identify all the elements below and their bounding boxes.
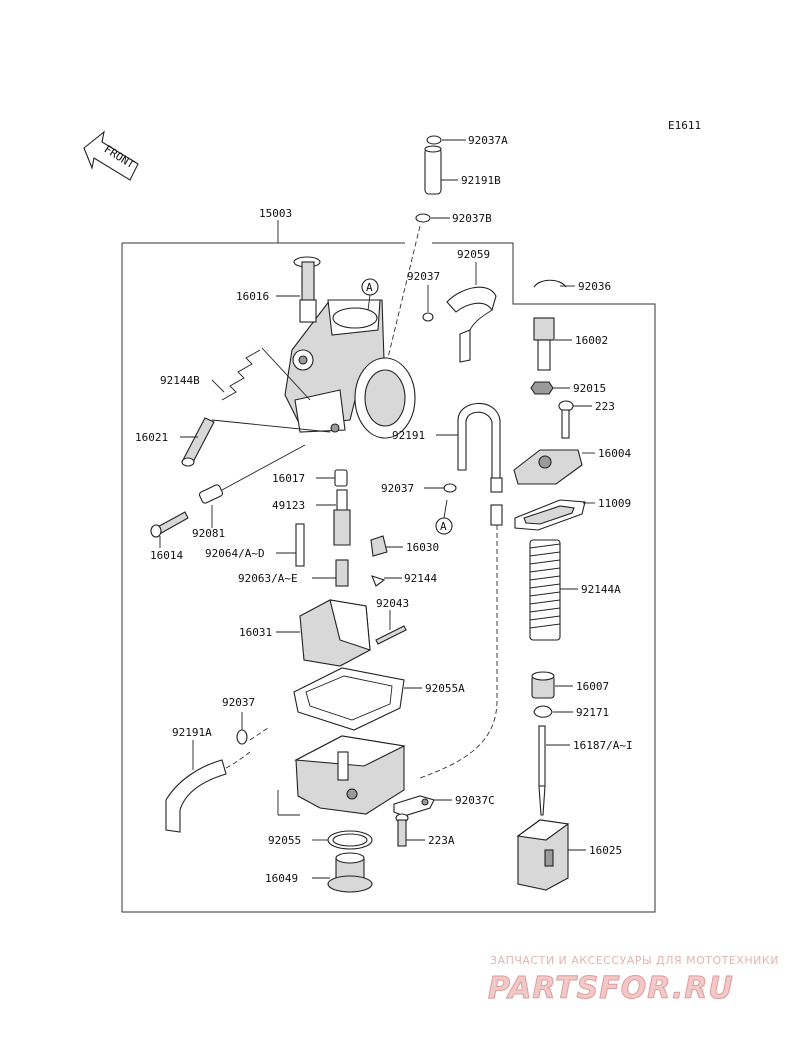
label-15003: 15003 [259,207,292,220]
part-16049 [312,852,373,893]
label-92037-mid: 92037 [381,482,414,495]
part-16021 [180,417,331,467]
label-92191: 92191 [392,429,425,442]
svg-text:A: A [440,520,447,533]
part-92015 [530,381,570,395]
svg-text:A: A [366,281,373,294]
part-16030 [370,535,403,557]
part-92144B [211,347,311,401]
part-92037-top [422,285,434,322]
watermark-brand: PARTSFOR.RU [488,971,734,1006]
label-16007: 16007 [576,680,609,693]
label-92037-low: 92037 [222,696,255,709]
part-11009 [514,499,595,531]
label-92055: 92055 [268,834,301,847]
label-11009: 11009 [598,497,631,510]
part-16002 [533,317,572,371]
part-92037-low [236,712,248,745]
diagram-code: E1611 [668,119,701,132]
label-223: 223 [595,400,615,413]
label-16004: 16004 [598,447,631,460]
label-92059: 92059 [457,248,490,261]
label-16021: 16021 [135,431,168,444]
front-arrow-icon: FRONT [83,130,139,181]
part-92171 [533,705,573,718]
label-92144: 92144 [404,572,437,585]
label-92064: 92064/A~D [205,547,265,560]
part-92191B [424,145,458,195]
label-92191B: 92191B [461,174,501,187]
label-16002: 16002 [575,334,608,347]
part-92037C [393,795,452,817]
part-92055 [312,830,373,850]
label-92191A: 92191A [172,726,212,739]
part-92043 [375,610,407,645]
part-16031 [276,599,371,667]
part-92063 [312,559,349,587]
ref-marker-top: A [361,278,379,311]
part-92037A [426,135,466,145]
part-16025 [516,819,586,891]
part-92144A [529,539,578,641]
part-223A [395,813,425,847]
label-16031: 16031 [239,626,272,639]
label-16187: 16187/A~I [573,739,633,752]
label-92043: 92043 [376,597,409,610]
label-16016: 16016 [236,290,269,303]
float-bowl [294,735,406,815]
label-92171: 92171 [576,706,609,719]
part-16007 [531,671,573,699]
label-92055A: 92055A [425,682,465,695]
label-16014: 16014 [150,549,183,562]
part-92036 [533,279,575,288]
label-92063: 92063/A~E [238,572,298,585]
label-92144B: 92144B [160,374,200,387]
part-223 [558,400,592,439]
part-92191A [165,740,251,833]
part-16017 [316,469,348,487]
label-92037A: 92037A [468,134,508,147]
part-92144 [371,575,402,587]
label-92036: 92036 [578,280,611,293]
assembly-frame [121,220,656,913]
part-92191 [436,402,503,526]
label-16049: 16049 [265,872,298,885]
part-92064 [276,523,305,567]
label-92144A: 92144A [581,583,621,596]
label-49123: 49123 [272,499,305,512]
label-92037-top: 92037 [407,270,440,283]
part-16014 [150,511,189,548]
label-92037B: 92037B [452,212,492,225]
part-92055A [293,667,422,731]
part-92081 [198,444,306,528]
part-92037B [415,213,450,223]
label-16025: 16025 [589,844,622,857]
carburetor-body [284,299,416,439]
part-16004 [513,449,595,485]
part-92037-mid [424,483,457,493]
part-92059 [446,262,497,363]
label-223A: 223A [428,834,455,847]
part-49123 [316,489,351,546]
part-16187 [538,725,570,816]
ref-marker-mid: A [435,499,453,535]
label-92015: 92015 [573,382,606,395]
label-92081: 92081 [192,527,225,540]
part-16016 [276,256,321,323]
watermark-tagline: ЗАПЧАСТИ И АКСЕССУАРЫ ДЛЯ МОТОТЕХНИКИ [490,954,779,967]
label-16030: 16030 [406,541,439,554]
label-92037C: 92037C [455,794,495,807]
label-16017: 16017 [272,472,305,485]
